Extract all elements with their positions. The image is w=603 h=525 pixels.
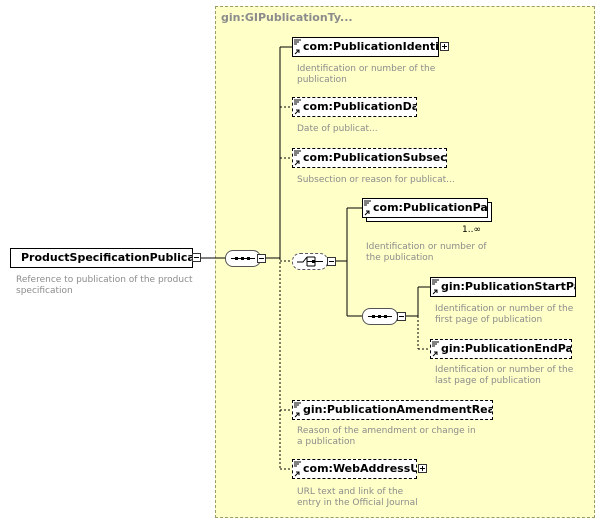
complex-type-container <box>215 6 595 518</box>
root-element-label: ProductSpecificationPublication <box>21 251 193 264</box>
element-publication-subsection[interactable]: com:PublicationSubsection <box>292 148 447 168</box>
occurrence-label: 1..∞ <box>462 225 481 235</box>
choice-compositor-icon <box>297 256 323 267</box>
element-publication-start-page[interactable]: gin:PublicationStartPage <box>430 277 576 297</box>
element-lines-icon <box>294 150 301 156</box>
choice-compositor[interactable] <box>292 253 328 270</box>
element-lines-icon <box>294 402 301 408</box>
collapse-choice-button[interactable] <box>327 257 336 266</box>
element-label: gin:PublicationStartPage <box>441 280 575 293</box>
element-lines-icon <box>294 461 301 467</box>
complex-type-label: gin:GIPublicationTy... <box>221 11 353 24</box>
reference-arrow-icon <box>294 471 300 477</box>
element-label: gin:PublicationEndPa... <box>441 342 572 355</box>
plus-expand-icon-vertical <box>422 466 423 471</box>
element-description: URL text and link of the entry in the Of… <box>297 487 418 508</box>
minus-collapse-icon <box>259 258 264 259</box>
reference-arrow-icon <box>294 160 300 166</box>
reference-arrow-icon <box>294 49 300 55</box>
element-publication-date[interactable]: com:PublicationDate <box>292 97 417 117</box>
element-description: Reason of the amendment or change in a p… <box>297 426 476 447</box>
minus-collapse-icon <box>399 316 404 317</box>
element-publication-amendment-reason[interactable]: gin:PublicationAmendmentReas... <box>292 400 493 420</box>
element-publication-pa[interactable]: com:PublicationPa... <box>362 198 488 218</box>
minus-collapse-icon <box>329 261 334 262</box>
reference-arrow-icon <box>364 210 370 216</box>
element-description: Identification or number of the first pa… <box>435 304 574 325</box>
element-publication-end-page[interactable]: gin:PublicationEndPa... <box>430 339 572 359</box>
element-label: gin:PublicationAmendmentReas... <box>303 403 493 416</box>
element-description: Date of publicat... <box>297 124 378 134</box>
element-lines-icon <box>294 99 301 105</box>
element-label: com:PublicationSubsection <box>303 151 447 164</box>
expand-publication-identifier-button[interactable] <box>440 42 449 51</box>
plus-expand-icon-vertical <box>444 44 445 49</box>
root-element-product-specification-publication[interactable]: ProductSpecificationPublication <box>10 248 193 268</box>
element-lines-icon <box>364 200 371 206</box>
minus-collapse-icon <box>194 257 199 258</box>
element-description: Identification or number of the publicat… <box>366 242 487 263</box>
element-label: com:PublicationDate <box>303 100 416 113</box>
element-label: com:PublicationIdentifier <box>303 40 439 53</box>
element-lines-icon <box>294 39 301 45</box>
collapse-sequence-inner-button[interactable] <box>397 312 406 321</box>
element-description: Identification or number of the publicat… <box>297 64 436 85</box>
element-lines-icon <box>432 341 439 347</box>
reference-arrow-icon <box>294 109 300 115</box>
element-label: com:PublicationPa... <box>373 201 488 214</box>
collapse-root-button[interactable] <box>192 253 201 262</box>
sequence-compositor-icon <box>368 315 392 318</box>
sequence-compositor-icon <box>231 257 255 260</box>
element-lines-icon <box>432 279 439 285</box>
element-description: Identification or number of the last pag… <box>435 365 574 386</box>
element-web-address-uri[interactable]: com:WebAddressURI <box>292 459 417 479</box>
collapse-sequence-main-button[interactable] <box>257 254 266 263</box>
element-description: Subsection or reason for publicat... <box>297 175 455 185</box>
root-description: Reference to publication of the product … <box>16 275 193 296</box>
reference-arrow-icon <box>294 412 300 418</box>
sequence-compositor-main[interactable] <box>225 250 261 267</box>
reference-arrow-icon <box>432 289 438 295</box>
sequence-compositor-inner[interactable] <box>362 308 398 325</box>
expand-web-address-uri-button[interactable] <box>418 464 427 473</box>
reference-arrow-icon <box>432 351 438 357</box>
element-publication-identifier[interactable]: com:PublicationIdentifier <box>292 37 439 57</box>
element-label: com:WebAddressURI <box>303 462 416 475</box>
